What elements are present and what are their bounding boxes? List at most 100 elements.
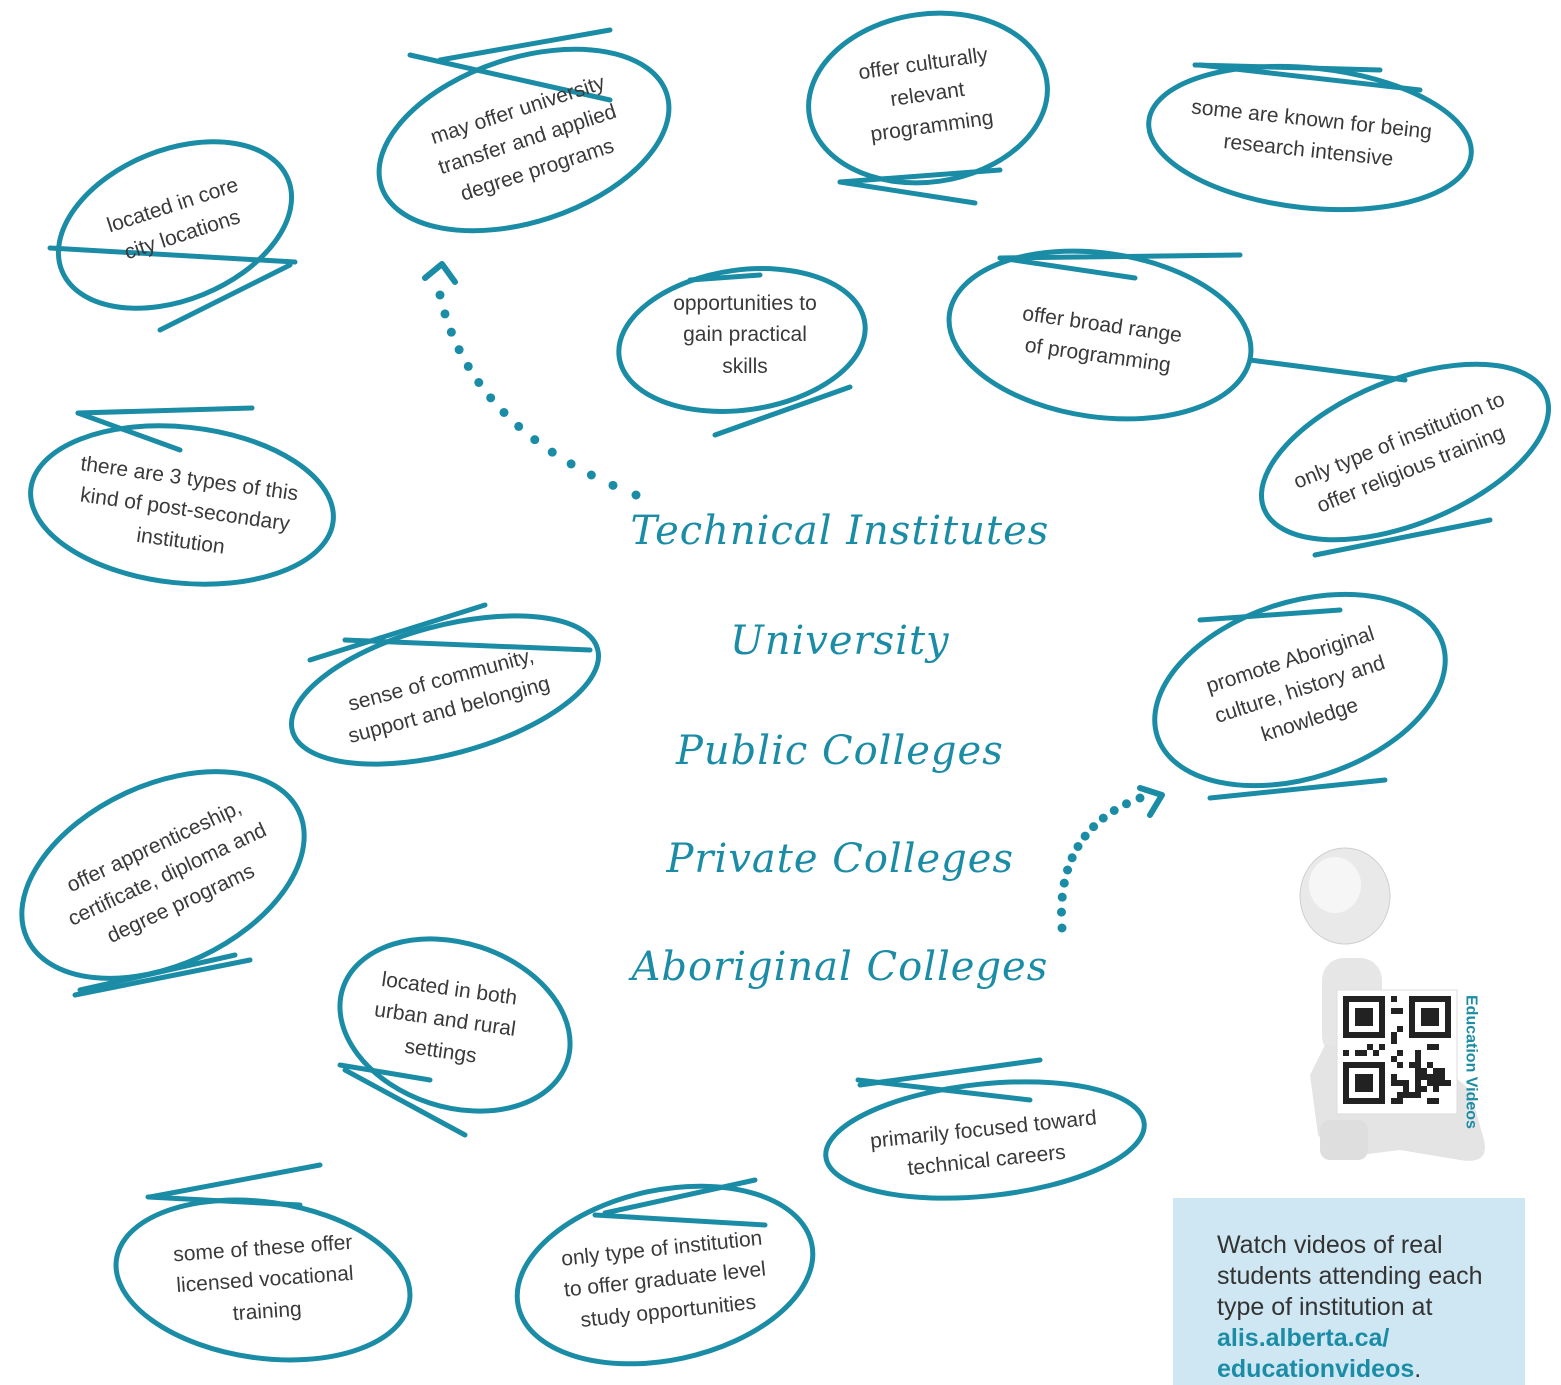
scribble-stroke xyxy=(157,262,293,333)
scribble-stroke xyxy=(145,1194,303,1208)
scribble-stroke xyxy=(1312,517,1493,558)
bubble-outline-practical-skills xyxy=(616,266,868,438)
bubble-outline-technical-careers xyxy=(823,1057,1147,1201)
oval-apprenticeship xyxy=(19,769,307,981)
bubble-outline-three-types xyxy=(28,405,336,587)
scribble-stroke xyxy=(75,410,183,453)
bubble-outline-vocational xyxy=(113,1162,413,1363)
arrow-dot xyxy=(547,447,557,457)
arrow-dot xyxy=(486,393,496,403)
scribble-stroke xyxy=(1197,607,1343,623)
note-end: . xyxy=(1414,1355,1422,1383)
scribble-stroke xyxy=(687,272,763,283)
oval-technical-careers xyxy=(823,1079,1147,1201)
institution-university: University xyxy=(730,618,950,664)
arrow-dot xyxy=(1067,853,1077,863)
scribble-stroke xyxy=(857,1057,1043,1088)
scribble-stroke xyxy=(72,957,253,998)
arrow-dot xyxy=(1135,793,1145,803)
oval-broad-range xyxy=(946,248,1254,422)
bubble-outline-core-city xyxy=(47,139,298,333)
bubble-outline-broad-range xyxy=(946,248,1254,422)
bubble-outline-university-transfer xyxy=(376,27,672,234)
arrow-dot xyxy=(499,408,509,417)
arrow-dot xyxy=(1063,865,1073,875)
scribble-stroke xyxy=(602,1177,758,1216)
scribble-stroke xyxy=(342,637,593,653)
oval-core-city xyxy=(55,139,295,311)
scribble-stroke xyxy=(307,602,488,663)
bubble-outline-graduate-level xyxy=(514,1177,816,1367)
arrow-dot xyxy=(454,345,464,355)
arrow-dot xyxy=(474,378,484,387)
arrow-dot xyxy=(1073,842,1083,851)
scribble-stroke xyxy=(997,252,1243,261)
oval-community xyxy=(288,613,602,767)
videos-note: Watch videos of real students attending … xyxy=(1173,1198,1525,1385)
arrow-dot xyxy=(530,435,540,445)
scribble-stroke xyxy=(77,952,238,993)
arrow-dot xyxy=(1059,878,1069,888)
education-videos-link[interactable]: alis.alberta.ca/ educationvideos xyxy=(1217,1324,1415,1383)
arrow-dot xyxy=(1057,923,1067,933)
arrow-dot xyxy=(446,327,456,337)
oval-graduate-level xyxy=(514,1183,816,1367)
arrow-dot xyxy=(1057,892,1067,902)
bubble-outline-apprenticeship xyxy=(19,769,307,998)
bubble-outline-research-intensive xyxy=(1146,62,1474,213)
oval-university-transfer xyxy=(376,46,672,234)
scribble-stroke xyxy=(592,1212,768,1228)
scribble-stroke xyxy=(855,1077,1033,1103)
arrow-dot xyxy=(631,490,641,500)
scribble-stroke xyxy=(47,245,298,265)
arrow-dot xyxy=(608,480,618,490)
arrow-dot xyxy=(1056,907,1066,917)
qr-label: Education Videos xyxy=(1462,995,1480,1129)
arrow-dot xyxy=(435,290,445,300)
scribble-stroke xyxy=(837,179,978,206)
scribble-stroke xyxy=(997,255,1138,281)
bubble-outline-aboriginal-culture xyxy=(1152,591,1448,801)
bubble-outline-religious-training xyxy=(1247,357,1551,558)
note-text: Watch videos of real students attending … xyxy=(1217,1231,1483,1321)
arrow-dot xyxy=(586,470,596,480)
arrow-dot xyxy=(566,459,576,469)
oval-culturally-relevant xyxy=(806,10,1050,186)
scribble-stroke xyxy=(712,384,853,438)
arrow-dot xyxy=(1089,822,1099,832)
scribble-stroke xyxy=(342,1067,468,1138)
person-figure-with-qr xyxy=(1299,847,1485,1161)
institution-public-colleges: Public Colleges xyxy=(676,728,1004,774)
arrowhead xyxy=(422,261,458,285)
scribble-stroke xyxy=(437,27,613,63)
arrowhead xyxy=(1137,785,1165,818)
bubble-line: opportunities to xyxy=(673,291,817,315)
bubble-outline-urban-rural xyxy=(337,936,573,1138)
oval-urban-rural xyxy=(337,936,573,1114)
scribble-stroke xyxy=(407,52,613,103)
bubble-outline-culturally-relevant xyxy=(806,10,1050,206)
institution-technical-institutes: Technical Institutes xyxy=(630,508,1050,554)
institution-private-colleges: Private Colleges xyxy=(666,836,1014,882)
arrow-dot xyxy=(463,361,473,371)
scribble-stroke xyxy=(75,405,255,416)
bubble-line: skills xyxy=(722,354,768,378)
scribble-stroke xyxy=(147,1162,323,1200)
arrow-to-aboriginal-culture xyxy=(1056,785,1165,933)
arrow-dot xyxy=(1109,806,1119,815)
oval-practical-skills xyxy=(616,266,868,414)
scribble-stroke xyxy=(837,167,1003,185)
institution-aboriginal-colleges: Aboriginal Colleges xyxy=(631,944,1049,990)
arrow-dot xyxy=(1080,831,1090,841)
arrow-to-university-transfer xyxy=(422,261,641,500)
arrow-dot xyxy=(1121,799,1131,809)
scribble-stroke xyxy=(1197,62,1423,93)
bubble-outline-community xyxy=(288,602,602,767)
arrow-dot xyxy=(440,309,450,319)
arrow-dot xyxy=(1098,813,1108,823)
scribble-stroke xyxy=(1247,357,1408,383)
oval-aboriginal-culture xyxy=(1152,591,1448,789)
